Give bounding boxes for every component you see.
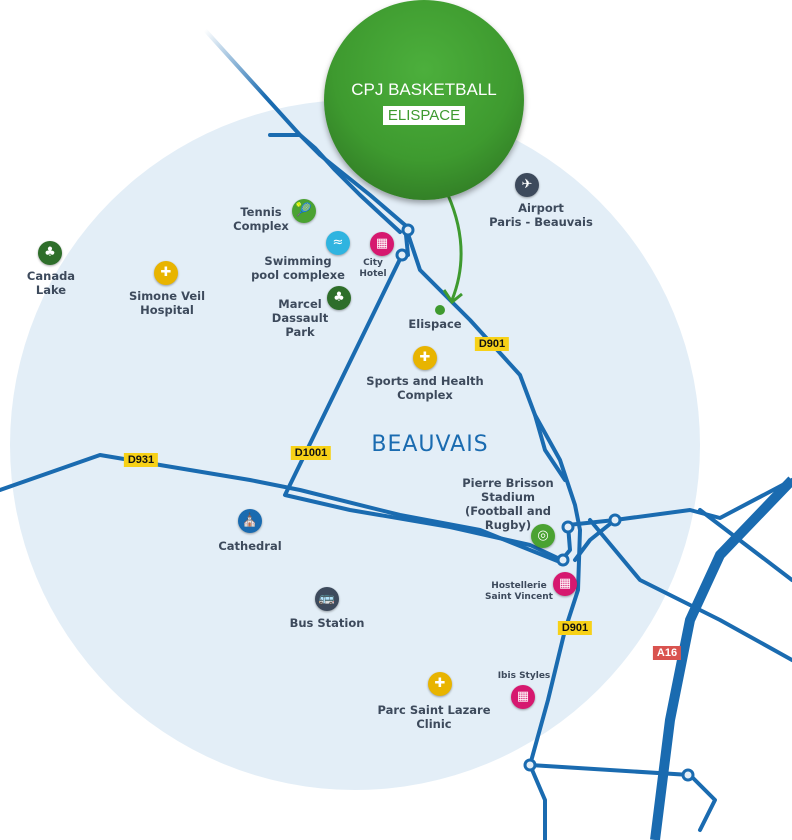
venue-bubble: CPJ BASKETBALL ELISPACE [324,0,524,200]
poi-label-parc-saint-lazare-clinic: Parc Saint Lazare Clinic [377,703,491,731]
poi-label-elispace: Elispace [408,317,462,331]
poi-label-airport: Airport Paris - Beauvais [489,201,593,229]
bus-icon[interactable]: 🚌 [315,587,339,611]
hotel-icon[interactable]: ▦ [511,685,535,709]
road-east [566,478,792,527]
medical-cross-icon[interactable]: ✚ [428,672,452,696]
road-south-ramp [573,518,617,562]
road-badge-d1001: D1001 [290,446,332,460]
venue-name: ELISPACE [382,106,466,125]
arrow-head-icon [442,289,463,305]
road-south-east [528,763,717,832]
arrow-to-elispace [446,194,463,301]
road-badge-a16: A16 [652,646,682,660]
roundabouts [395,223,695,782]
city-radius-circle [10,100,700,790]
poi-label-tennis: Tennis Complex [233,205,289,233]
road-badge-d931: D931 [123,453,159,467]
elispace-dot [435,305,445,315]
medical-cross-icon[interactable]: ✚ [154,261,178,285]
hotel-icon[interactable]: ▦ [370,232,394,256]
poi-label-cathedral: Cathedral [218,539,282,553]
road-north-branch [268,133,402,234]
cathedral-icon[interactable]: ⛪ [238,509,262,533]
poi-label-pierre-brisson-stadium: Pierre Brisson Stadium (Football and Rug… [462,476,554,532]
city-name: BEAUVAIS [371,432,489,457]
airplane-icon[interactable]: ✈ [515,173,539,197]
poi-label-marcel-dassault-park: Marcel Dassault Park [271,297,329,339]
poi-label-swimming: Swimming pool complexe [251,254,345,282]
tree-icon[interactable]: ♣ [327,286,351,310]
road-badge-d901: D901 [474,337,510,351]
poi-label-canada-lake: Canada Lake [26,269,76,297]
swimmer-icon[interactable]: ≈ [326,231,350,255]
poi-label-city-hotel: City Hotel [359,258,387,279]
stadium-icon[interactable]: ◎ [531,524,555,548]
road-network [0,28,792,840]
tennis-icon[interactable]: 🎾 [292,199,316,223]
road-east-b [588,518,792,662]
road-badge-d901-south: D901 [557,621,593,635]
medical-cross-icon[interactable]: ✚ [413,346,437,370]
hotel-icon[interactable]: ▦ [553,572,577,596]
poi-label-ibis-styles: Ibis Styles [497,671,551,681]
road-d901-parallel [533,413,567,482]
poi-label-simone-veil-hospital: Simone Veil Hospital [128,289,206,317]
tree-icon[interactable]: ♣ [38,241,62,265]
road-east-c [698,508,792,582]
poi-label-bus-station: Bus Station [289,616,365,630]
poi-label-sports-health-complex: Sports and Health Complex [366,374,484,402]
road-d901 [403,223,582,840]
poi-label-hostellerie-saint-vincent: Hostellerie Saint Vincent [485,581,553,602]
venue-title: CPJ BASKETBALL [351,80,497,99]
a16-motorway [650,476,792,840]
